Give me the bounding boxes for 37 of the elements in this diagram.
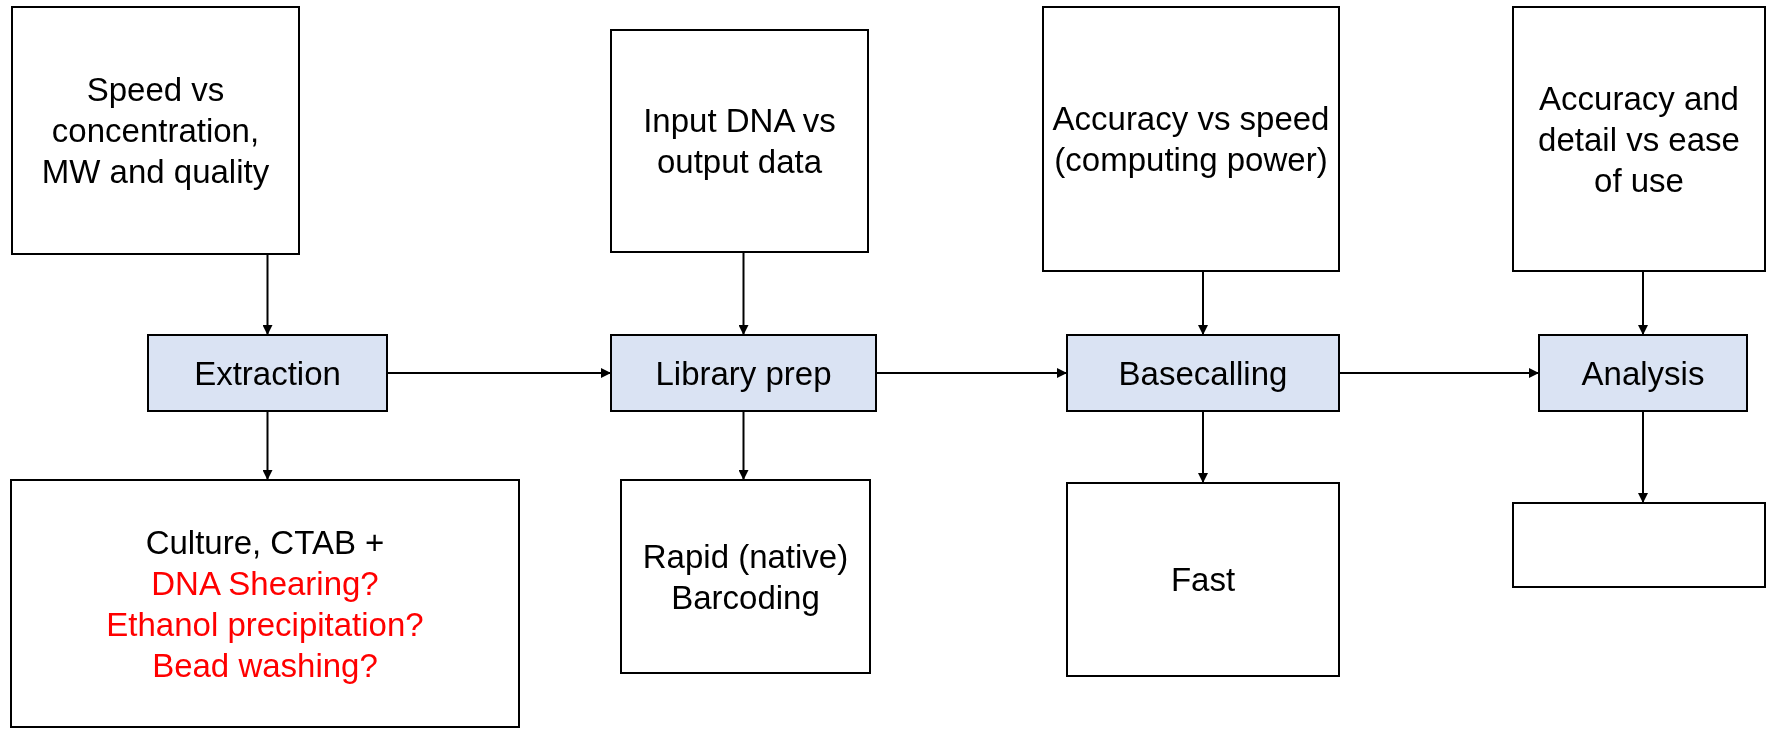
arrow [1339, 368, 1539, 378]
arrow [1198, 271, 1208, 335]
box-text: Extraction [194, 353, 341, 394]
box-text: Accuracy and detail vs ease of use [1537, 78, 1741, 201]
box-text: DNA Shearing? [151, 563, 379, 604]
process-box [610, 334, 877, 412]
note-box [1512, 6, 1766, 272]
option-box [1512, 502, 1766, 588]
process-box [1538, 334, 1748, 412]
note-box [11, 6, 300, 255]
option-box [10, 479, 520, 728]
option-box [620, 479, 871, 674]
arrow [262, 411, 273, 480]
box-text: Fast [1170, 560, 1236, 600]
box-text: Input DNA vs output data [642, 101, 837, 182]
box-text: Analysis [1581, 353, 1705, 394]
arrow [1638, 411, 1648, 503]
note-box [610, 29, 869, 253]
box-text: Ethanol precipitation? [106, 604, 424, 645]
arrow [738, 252, 749, 335]
arrow [738, 411, 749, 480]
box-text: Accuracy vs speed (computing power) [1052, 99, 1330, 180]
box-text: Rapid (native) Barcoding [641, 536, 850, 618]
arrow [387, 368, 611, 378]
process-box [147, 334, 388, 412]
process-box [1066, 334, 1340, 412]
box-text: Basecalling [1118, 353, 1288, 394]
arrow [1198, 411, 1208, 483]
box-text: Library prep [655, 353, 832, 394]
arrow [1638, 271, 1648, 335]
arrow [262, 254, 273, 335]
note-box [1042, 6, 1340, 272]
box-text: Culture, CTAB + [145, 522, 385, 563]
box-text: Speed vs concentration, MW and quality [40, 70, 271, 192]
box-text: Bead washing? [152, 645, 378, 686]
option-box [1066, 482, 1340, 677]
arrow [876, 368, 1067, 378]
